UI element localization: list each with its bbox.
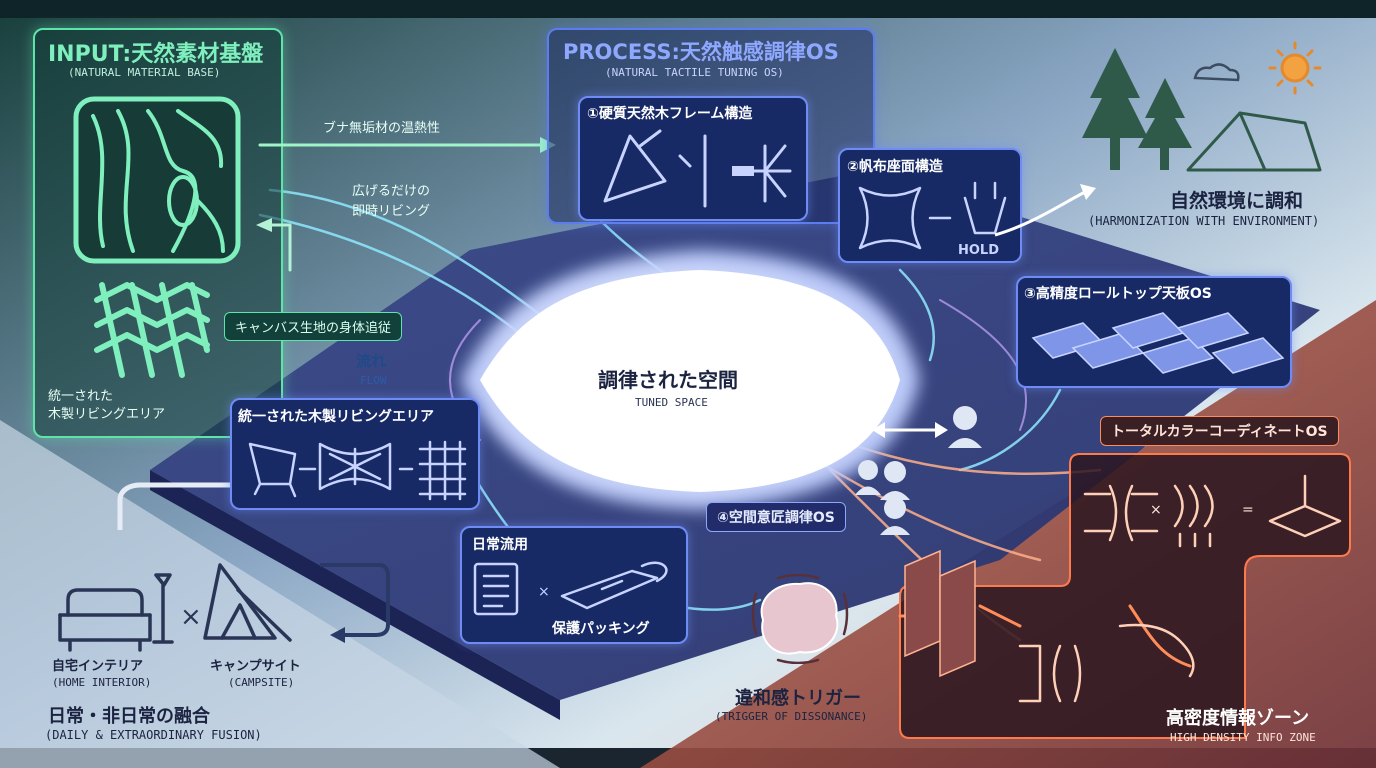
- process-title: PROCESS:天然触感調律OS: [563, 40, 839, 64]
- input-caption: 統一された 木製リビングエリア: [48, 389, 166, 422]
- nature-camp-icon: [1082, 41, 1322, 172]
- dissonance-title: 違和感トリガー: [735, 688, 861, 709]
- harmony-arrow: [994, 184, 1096, 237]
- home-camp-icon: [58, 563, 292, 652]
- packing-icon: [473, 561, 668, 616]
- harmony-title: 自然環境に調和: [1170, 190, 1304, 212]
- harmony-subtitle: (HARMONIZATION WITH ENVIRONMENT): [1088, 214, 1320, 228]
- input-flow-arrows: [256, 137, 556, 272]
- chair-net-icon: [248, 440, 467, 501]
- people-icon: [855, 406, 982, 535]
- wood-grain-icon: [73, 96, 241, 264]
- center-subtitle: TUNED SPACE: [635, 396, 708, 409]
- flow-label-jp: 流れ: [356, 352, 387, 370]
- flow-label-instant: 広げるだけの 即時リビング: [352, 184, 431, 219]
- fusion-home-label: 自宅インテリア: [52, 659, 144, 674]
- high-density-zone: [898, 453, 1351, 739]
- color-os-equals: =: [1242, 502, 1254, 518]
- color-os-label: トータルカラーコーディネートOS: [1100, 416, 1339, 446]
- module-4-label: ④空間意匠調律OS: [706, 502, 846, 532]
- module-1-title: ①硬質天然木フレーム構造: [587, 106, 753, 122]
- fusion-cross: ×: [180, 602, 202, 632]
- fusion-home-en: (HOME INTERIOR): [52, 676, 152, 689]
- rolltop-table-icon: [1031, 312, 1285, 374]
- woven-canvas-icon: [94, 282, 210, 378]
- daily-use-x: ×: [538, 584, 550, 600]
- high-density-title: 高密度情報ゾーン: [1166, 708, 1310, 729]
- module-2-title: ②帆布座面構造: [847, 159, 943, 175]
- center-title: 調律された空間: [598, 368, 738, 392]
- daily-use-packing: 保護パッキング: [552, 621, 650, 637]
- process-subtitle: (NATURAL TACTILE TUNING OS): [605, 66, 784, 79]
- daily-use-title: 日常流用: [472, 537, 528, 553]
- canvas-seat-icon: [858, 181, 1007, 250]
- flow-label-canvas: キャンバス生地の身体追従: [224, 312, 403, 341]
- fusion-camp-en: (CAMPSITE): [228, 676, 295, 689]
- module-2-hold: HOLD: [958, 243, 1000, 258]
- wood-frame-icon: [603, 129, 792, 208]
- dissonance-blob-icon: [751, 574, 849, 664]
- dissonance-subtitle: (TRIGGER OF DISSONANCE): [715, 710, 868, 723]
- unified-area-title: 統一された木製リビングエリア: [238, 409, 434, 425]
- fusion-camp-label: キャンプサイト: [210, 659, 301, 674]
- module-2-card: [838, 148, 1022, 263]
- module-1-card: [578, 96, 808, 221]
- color-os-times: ×: [1150, 502, 1162, 518]
- module-3-title: ③高精度ロールトップ天板OS: [1024, 286, 1212, 302]
- flow-label-en: FLOW: [360, 374, 387, 387]
- fusion-subtitle: (DAILY & EXTRAORDINARY FUSION): [45, 728, 262, 742]
- high-density-subtitle: HIGH DENSITY INFO ZONE: [1170, 731, 1316, 744]
- fusion-title: 日常・非日常の融合: [48, 706, 210, 727]
- input-subtitle: (NATURAL MATERIAL BASE): [68, 66, 221, 79]
- flow-label-buna: ブナ無垢材の温熱性: [323, 121, 441, 136]
- input-title: INPUT:天然素材基盤: [48, 42, 264, 67]
